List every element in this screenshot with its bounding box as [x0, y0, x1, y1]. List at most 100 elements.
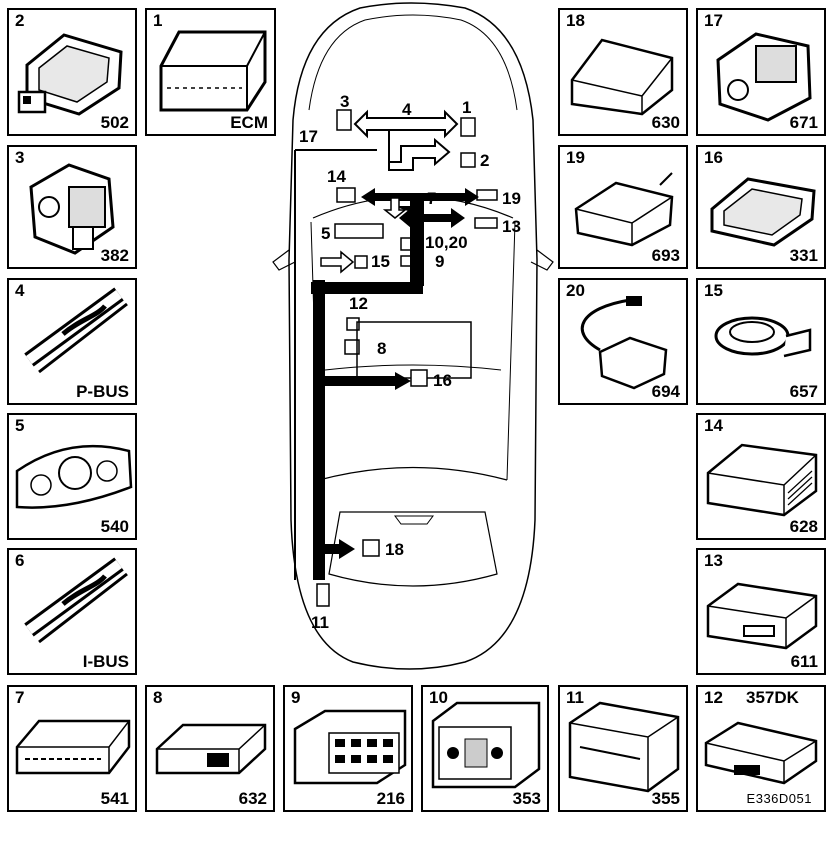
car-label: 13: [502, 217, 521, 236]
steering-sensor-icon: [714, 316, 812, 358]
panel-12-module: 12 357DK E336D051: [696, 685, 826, 812]
panel-4-p-bus: 4 P-BUS: [7, 278, 137, 405]
panel-8-module: 8 632: [145, 685, 275, 812]
car-label: 14: [327, 167, 346, 186]
car-label: 9: [435, 252, 445, 271]
panel-14-module: 14 628: [696, 413, 826, 540]
panel-number: 16: [704, 148, 723, 167]
car-label: 7: [427, 189, 437, 208]
instrument-cluster-icon: [15, 444, 133, 509]
part-code: 382: [100, 246, 129, 265]
car-top-view: 3 4 1 17 2 14 7 19 13 5 10,20 15 9 12 8 …: [265, 0, 555, 680]
car-label: 15: [371, 252, 390, 271]
part-code: 657: [789, 382, 818, 401]
twisted-cable-icon: [24, 287, 128, 374]
panel-number: 20: [566, 281, 585, 300]
part-code: 671: [789, 113, 818, 132]
panel-9-climate-control: 9 216: [283, 685, 413, 812]
panel-5-instrument-cluster: 5 540: [7, 413, 137, 540]
car-label: 4: [402, 100, 412, 119]
panel-18-module: 18 630: [558, 8, 688, 136]
part-code: 694: [651, 382, 680, 401]
car-label: 16: [433, 371, 452, 390]
car-label: 2: [480, 151, 490, 170]
panel-number: 12: [704, 688, 723, 707]
car-label: 10,20: [425, 233, 468, 252]
panel-number: 18: [566, 11, 585, 30]
module-box-icon: [570, 38, 674, 116]
panel-number: 4: [15, 281, 25, 300]
panel-20-antenna-module: 20 694: [558, 278, 688, 405]
module-box-icon: [574, 172, 674, 247]
panel-number: 7: [15, 688, 25, 707]
panel-15-steering-sensor: 15 657: [696, 278, 826, 405]
car-label: 12: [349, 294, 368, 313]
panel-number: 5: [15, 416, 25, 435]
figure-reference: E336D051: [746, 791, 812, 806]
panel-number: 13: [704, 551, 723, 570]
panel-number: 15: [704, 281, 723, 300]
panel-number: 11: [566, 688, 584, 707]
part-code: 693: [651, 246, 680, 265]
panel-number: 19: [566, 148, 585, 167]
panel-19-module: 19 693: [558, 145, 688, 269]
car-label: 8: [377, 339, 387, 358]
panel-number: 6: [15, 551, 25, 570]
car-label: 1: [462, 98, 472, 117]
part-code: 355: [651, 789, 680, 808]
module-box-icon: [155, 723, 267, 775]
twisted-cable-icon: [24, 557, 128, 644]
part-code: 541: [100, 789, 129, 808]
part-code: 632: [238, 789, 267, 808]
car-label: 5: [321, 224, 331, 243]
part-code: 628: [789, 517, 818, 536]
abs-unit-icon: [29, 163, 115, 255]
panel-number: 9: [291, 688, 301, 707]
panel-3-abs-unit: 3 382: [7, 145, 137, 269]
panel-11-cd-changer: 11 355: [558, 685, 688, 812]
module-box-icon: [706, 443, 818, 517]
cd-changer-icon: [568, 701, 680, 793]
part-code: P-BUS: [76, 382, 129, 401]
panel-17-hydraulic-unit: 17 671: [696, 8, 826, 136]
part-code: ECM: [230, 113, 268, 132]
car-label: 17: [299, 127, 318, 146]
panel-number: 3: [15, 148, 25, 167]
panel-number: 2: [15, 11, 25, 30]
part-code: 331: [789, 246, 818, 265]
climate-control-icon: [293, 709, 407, 785]
part-code: 357DK: [746, 688, 799, 707]
ecm-box-icon: [159, 30, 267, 112]
panel-1-ecm: 1 ECM: [145, 8, 276, 136]
panel-number: 14: [704, 416, 723, 435]
panel-10-radio: 10 353: [421, 685, 549, 812]
module-box-icon: [706, 582, 818, 650]
panel-number: 10: [429, 688, 448, 707]
panel-number: 8: [153, 688, 163, 707]
car-label: 3: [340, 92, 350, 111]
antenna-module-icon: [580, 296, 668, 390]
panel-16-airbag-module: 16 331: [696, 145, 826, 269]
panel-6-i-bus: 6 I-BUS: [7, 548, 137, 675]
panel-number: 17: [704, 11, 723, 30]
sensor-module-icon: [17, 33, 123, 116]
car-label: 11: [311, 613, 329, 632]
panel-13-module: 13 611: [696, 548, 826, 675]
panel-7-control-panel: 7 541: [7, 685, 137, 812]
car-outline-icon: [272, 2, 554, 670]
part-code: I-BUS: [82, 652, 129, 671]
car-label: 18: [385, 540, 404, 559]
part-code: 502: [100, 113, 129, 132]
part-code: 611: [790, 652, 818, 671]
module-box-icon: [704, 721, 818, 785]
part-code: 540: [100, 517, 129, 536]
panel-number: 1: [153, 11, 163, 30]
panel-2-sensor-module: 2 502: [7, 8, 137, 136]
hydraulic-unit-icon: [716, 32, 812, 122]
part-code: 630: [651, 113, 680, 132]
radio-unit-icon: [431, 701, 541, 789]
part-code: 353: [512, 789, 541, 808]
control-panel-icon: [15, 719, 131, 775]
car-label: 19: [502, 189, 521, 208]
part-code: 216: [376, 789, 405, 808]
